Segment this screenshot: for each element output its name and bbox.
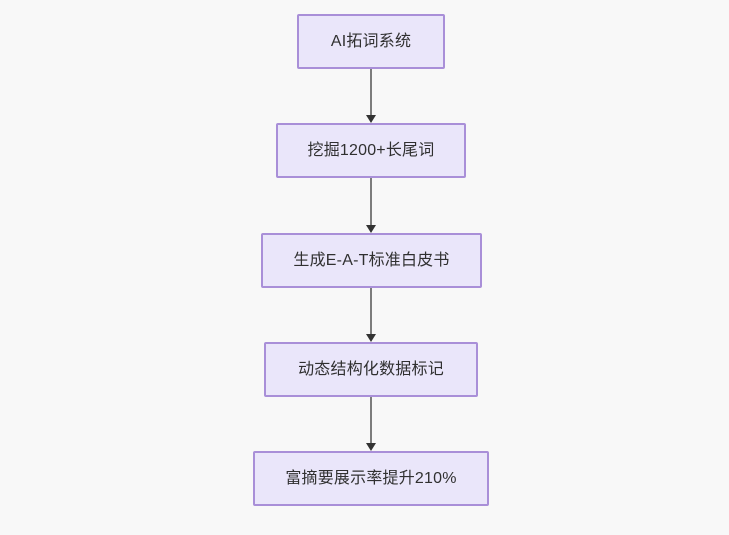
edge-line (370, 397, 372, 443)
arrowhead-icon (366, 225, 376, 233)
edge-line (370, 178, 372, 225)
flow-node-label: AI拓词系统 (330, 32, 412, 50)
flow-node-generate-eat-whitepaper[interactable]: 生成E-A-T标准白皮书 (261, 233, 482, 288)
flow-node-label: 生成E-A-T标准白皮书 (293, 251, 450, 269)
flow-node-mine-longtail-keywords[interactable]: 挖掘1200+长尾词 (276, 123, 466, 178)
flow-node-dynamic-structured-data-markup[interactable]: 动态结构化数据标记 (264, 342, 478, 397)
edge-line (370, 69, 372, 115)
flow-node-label: 挖掘1200+长尾词 (307, 141, 435, 159)
edge-line (370, 288, 372, 334)
flow-node-label: 富摘要展示率提升210% (285, 469, 457, 487)
flow-node-label: 动态结构化数据标记 (298, 360, 444, 378)
arrowhead-icon (366, 443, 376, 451)
flow-node-rich-snippet-uplift[interactable]: 富摘要展示率提升210% (253, 451, 489, 506)
arrowhead-icon (366, 334, 376, 342)
flow-node-ai-keyword-system[interactable]: AI拓词系统 (297, 14, 445, 69)
arrowhead-icon (366, 115, 376, 123)
